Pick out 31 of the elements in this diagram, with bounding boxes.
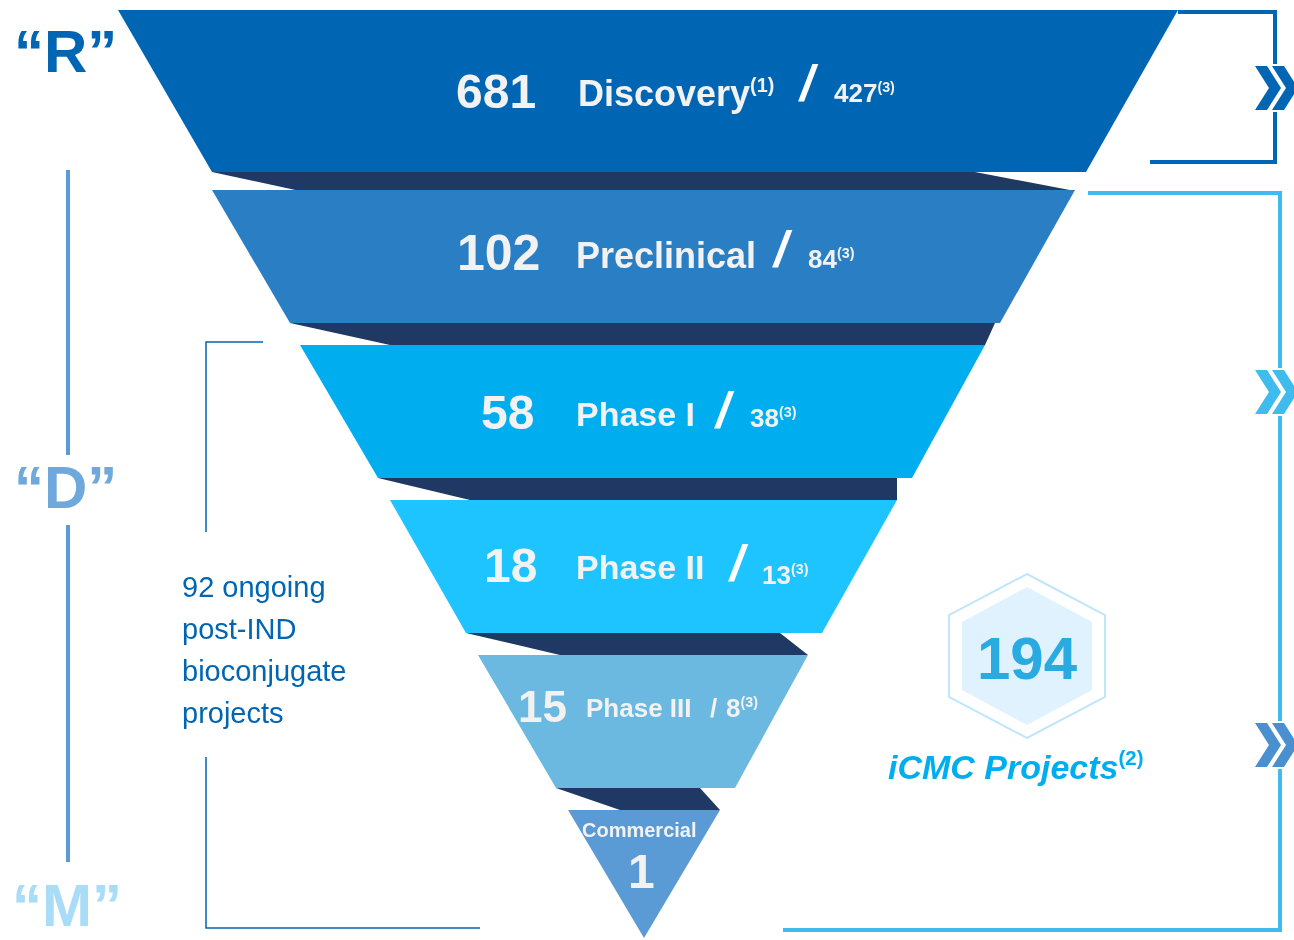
stage-letter: “D” (14, 458, 118, 518)
hexagon-caption: iCMC Projects$^{(2)}$ (888, 748, 1144, 785)
funnel-segment (118, 10, 1178, 172)
stage-letter: “R” (14, 22, 118, 82)
stage-letter: “M” (12, 876, 122, 936)
stage-name: Phase II (576, 550, 705, 584)
stage-count: 18 (484, 542, 538, 590)
stage-count: 15 (518, 685, 567, 729)
stage-name: Phase I (576, 397, 696, 431)
stage-count: 1 (628, 848, 655, 896)
sub-count: 13$^{(3)}$ (762, 562, 809, 588)
stage-count: 681 (456, 68, 537, 116)
funnel-segment (478, 655, 808, 788)
sub-count: 8$^{(3)}$ (726, 695, 758, 721)
funnel-segment (390, 500, 897, 633)
funnel-segment (568, 810, 720, 938)
hexagon-badge (948, 573, 1106, 739)
funnel-segment (212, 190, 1075, 323)
project-count: 194 (975, 629, 1079, 689)
stage-name: Discovery$^{(1)}$ (578, 76, 775, 112)
note-text: 92 ongoing post-IND bioconjugate projects (182, 570, 348, 731)
stage-count: 58 (481, 389, 535, 437)
sub-count: 38$^{(3)}$ (750, 405, 797, 431)
sub-count: 427$^{(3)}$ (834, 80, 895, 106)
stage-name: Preclinical (576, 238, 757, 274)
stage-name: Commercial (582, 820, 697, 840)
separator-slash: / (710, 695, 718, 721)
funnel-segment (300, 345, 985, 478)
stage-count: 102 (457, 228, 541, 278)
sub-count: 84$^{(3)}$ (808, 246, 855, 272)
stage-name: Phase III (586, 695, 692, 721)
